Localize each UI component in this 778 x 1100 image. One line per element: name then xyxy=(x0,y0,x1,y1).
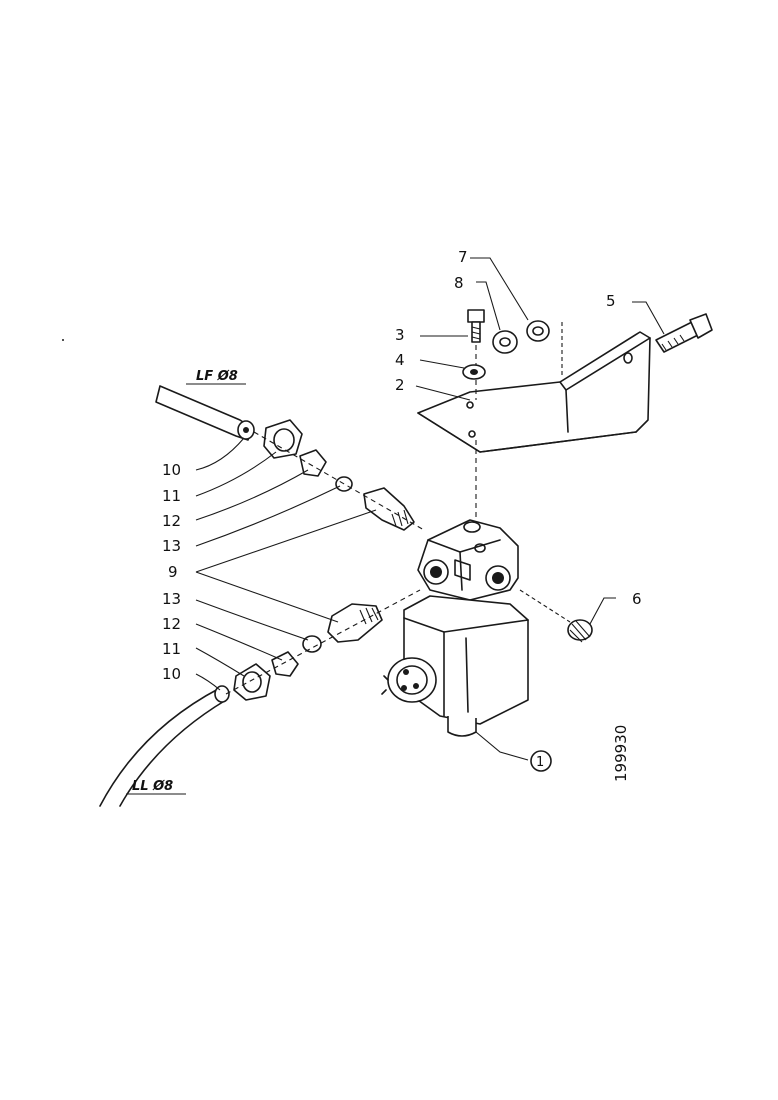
callout-10-upper: 10 xyxy=(162,461,181,479)
pipe-labels: LF Ø8 LL Ø8 xyxy=(126,369,246,795)
callout-8: 8 xyxy=(454,274,464,292)
upper-nut-11 xyxy=(263,419,303,459)
callout-labels: 7 8 5 3 4 2 10 11 12 13 9 13 12 11 10 6 … xyxy=(162,248,642,772)
pipe-label-upper: LF Ø8 xyxy=(196,369,238,384)
callout-11-upper: 11 xyxy=(162,487,181,505)
lower-pipe xyxy=(99,685,230,807)
callout-2: 2 xyxy=(395,376,405,394)
callout-6: 6 xyxy=(632,590,642,608)
callout-3: 3 xyxy=(395,326,405,344)
mounting-bracket xyxy=(417,322,651,453)
callout-9: 9 xyxy=(168,563,178,581)
callout-1: 1 xyxy=(536,755,544,770)
callout-13-lower: 13 xyxy=(162,590,181,608)
callout-11-lower: 11 xyxy=(162,640,181,658)
callout-7: 7 xyxy=(458,248,468,266)
lower-adapter-9 xyxy=(327,603,383,643)
callout-12-lower: 12 xyxy=(162,615,181,633)
callout-4: 4 xyxy=(395,351,405,369)
callout-12-upper: 12 xyxy=(162,512,181,530)
callout-10-lower: 10 xyxy=(162,665,181,683)
screw-3 xyxy=(467,309,485,343)
upper-adapter-9 xyxy=(363,487,415,531)
nut-7 xyxy=(526,320,550,342)
drawing-reference-number: 199930 xyxy=(612,725,630,782)
washer-4 xyxy=(462,364,486,380)
lower-sleeve-12 xyxy=(271,651,299,677)
leader-lines xyxy=(195,257,665,761)
bolt-5 xyxy=(655,313,713,353)
callout-5: 5 xyxy=(606,292,616,310)
upper-pipe xyxy=(155,385,255,441)
lower-olive-13 xyxy=(302,635,322,653)
pipe-label-lower: LL Ø8 xyxy=(132,779,173,794)
plug-6 xyxy=(519,589,593,643)
callout-13-upper: 13 xyxy=(162,537,181,555)
washer-8 xyxy=(492,330,518,354)
lower-nut-11 xyxy=(233,663,271,701)
solenoid-valve-body xyxy=(381,519,529,737)
